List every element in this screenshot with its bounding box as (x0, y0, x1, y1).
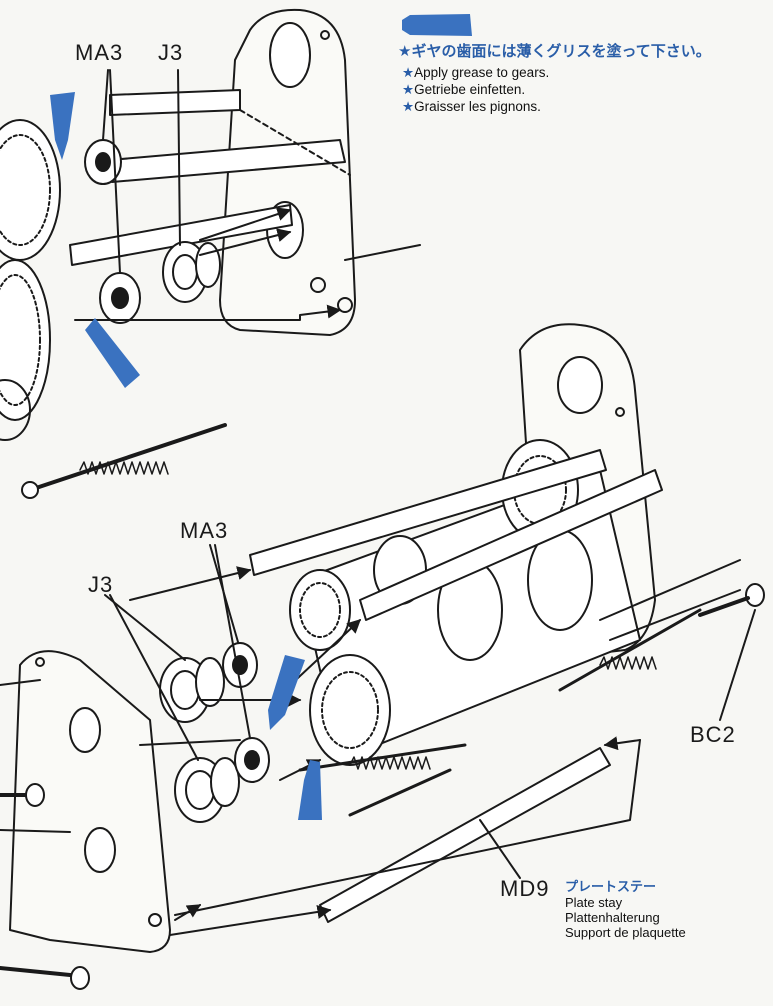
upper-shaft-1 (109, 89, 241, 116)
lower-left-plate (9, 650, 171, 953)
plate-stay-english: Plate stay (565, 895, 623, 910)
grease-note-list: ★Apply grease to gears. ★Getriebe einfet… (402, 64, 549, 115)
lower-shaft-2 (359, 469, 663, 621)
lower-screw-1 (0, 783, 45, 807)
part-label-j3-top: J3 (158, 40, 184, 65)
lower-bearing-j3-a (159, 657, 225, 723)
upper-large-gear (0, 119, 61, 441)
lower-spring-shaft-1 (298, 743, 467, 772)
grease-note-english: ★Apply grease to gears. (402, 65, 550, 80)
part-label-md9: MD9 (500, 876, 550, 901)
part-label-ma3-top: MA3 (75, 40, 124, 65)
part-label-bc2: BC2 (690, 722, 736, 747)
grease-tube-icon (50, 92, 75, 160)
plate-stay-japanese: プレートステー (565, 880, 657, 895)
upper-bearing-j3 (162, 241, 221, 303)
grease-tube-icon (298, 760, 322, 820)
upper-side-plate (219, 8, 356, 336)
upper-bearing-ma3-b (99, 272, 141, 324)
lower-bearing-ma3-a (222, 642, 258, 688)
plate-stay-caption: プレートステー Plate stay Plattenhalterung Supp… (565, 880, 686, 940)
grease-tube-icon (268, 655, 305, 730)
gear-cluster (289, 439, 641, 766)
upper-spring-shaft (21, 423, 227, 499)
upper-shaft-3 (69, 204, 293, 266)
upper-plate-slot (269, 22, 311, 88)
grease-note-french: ★Graisser les pignons. (402, 99, 541, 114)
lower-bearing-ma3-b (234, 737, 270, 783)
grease-tube-legend-icon (402, 14, 472, 36)
grease-note-japanese: ★ギヤの歯面には薄くグリスを塗って下さい。 (398, 42, 711, 60)
lower-spring-shaft-2 (558, 608, 702, 692)
bc2-screw (698, 583, 765, 617)
grease-note-german: ★Getriebe einfetten. (402, 82, 526, 97)
grease-tube-icon (85, 318, 140, 388)
part-label-ma3-bottom: MA3 (180, 518, 229, 543)
plate-stay-german: Plattenhalterung (565, 910, 660, 925)
lower-bearing-j3-b (174, 757, 240, 823)
upper-plate-nut (310, 277, 326, 293)
lower-shaft-1 (249, 449, 607, 576)
lower-screw-2 (0, 966, 90, 990)
part-label-j3-bottom: J3 (88, 572, 114, 597)
plate-stay-french: Support de plaquette (565, 925, 686, 940)
